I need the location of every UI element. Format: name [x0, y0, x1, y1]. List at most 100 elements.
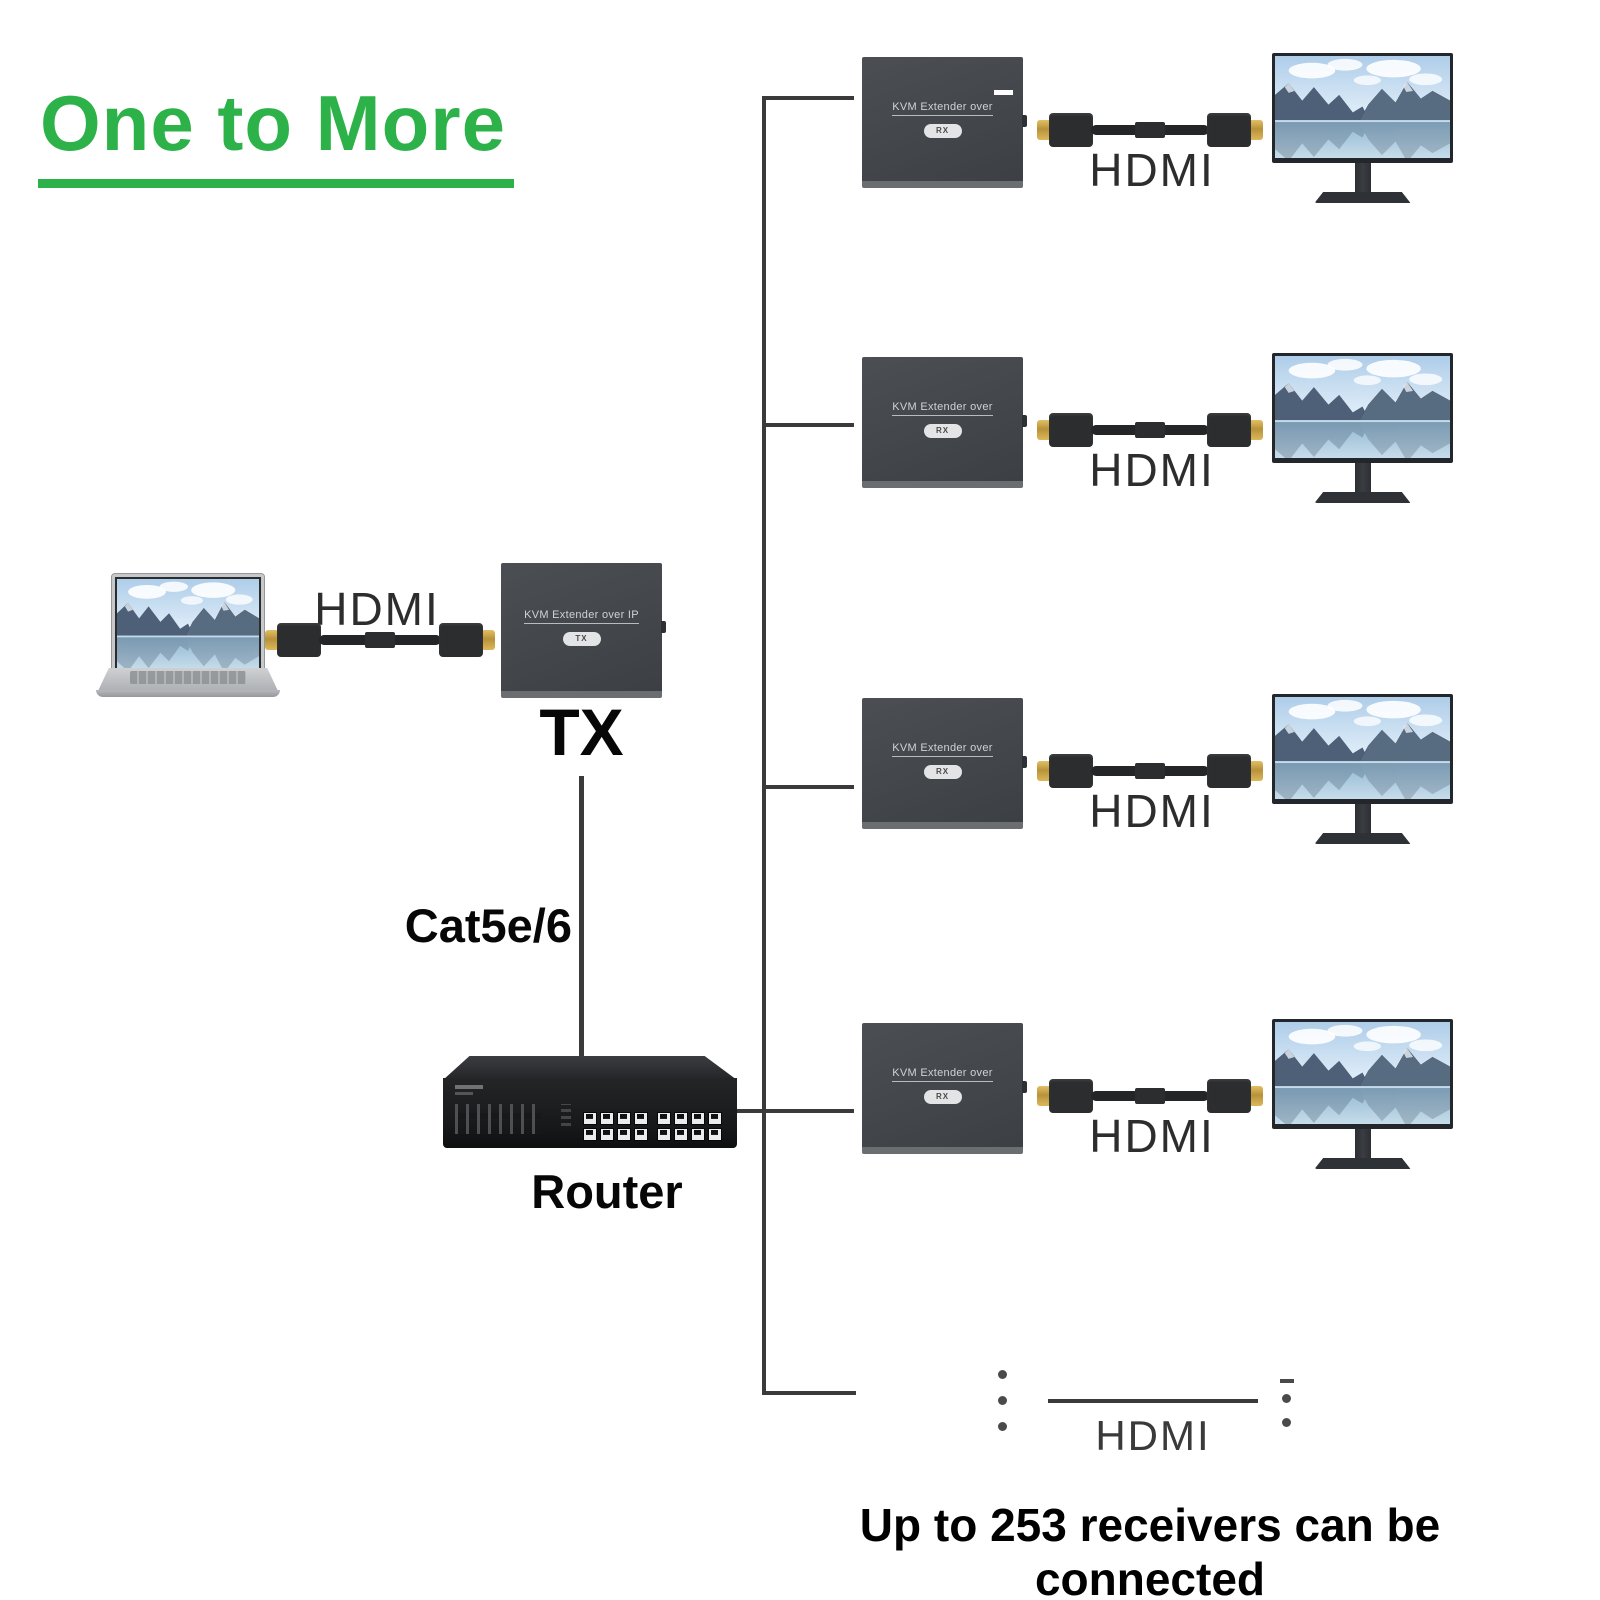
monitor-stand	[1354, 163, 1371, 193]
monitor-stand	[1354, 1129, 1371, 1159]
hdmi-plug-icon	[439, 623, 483, 657]
ellipsis-dot-icon	[1282, 1394, 1291, 1403]
monitor	[1272, 53, 1453, 213]
hdmi-plug-tip-icon	[1251, 1086, 1263, 1106]
kvm-receiver-box: KVM Extender over RX	[862, 698, 1027, 829]
cable-sleeve	[1135, 122, 1165, 138]
hdmi-plug-icon	[1207, 754, 1251, 788]
port-nub	[1022, 115, 1027, 127]
router-branch-line-4	[737, 1109, 854, 1113]
rx-badge: RX	[923, 764, 962, 779]
hdmi-plug-icon	[277, 623, 321, 657]
ellipsis-dot-icon	[1282, 1418, 1291, 1427]
rx-badge: RX	[923, 1089, 962, 1104]
monitor-base	[1314, 833, 1411, 844]
cable-sleeve	[1135, 1088, 1165, 1104]
receiver-row: KVM Extender over RX HDMI	[862, 353, 1482, 527]
ellipsis-dot-icon	[998, 1422, 1007, 1431]
page-title: One to More	[38, 78, 515, 188]
hdmi-cable	[1037, 109, 1263, 151]
monitor-screen	[1272, 694, 1453, 804]
laptop-screen	[111, 573, 265, 675]
kvm-transmitter-box: KVM Extender over IP TX	[501, 563, 666, 698]
hdmi-plug-icon	[1049, 754, 1093, 788]
router-brand-mark	[455, 1092, 473, 1095]
monitor-wallpaper	[1275, 697, 1450, 799]
cat-cable-label: Cat5e/6	[404, 899, 572, 952]
hdmi-cable	[265, 619, 495, 661]
monitor-wallpaper	[1275, 356, 1450, 458]
hdmi-plug-tip-icon	[1037, 1086, 1049, 1106]
kvm-receiver-box: KVM Extender over RX	[862, 357, 1027, 488]
hdmi-plug-tip-icon	[1251, 120, 1263, 140]
laptop-base	[96, 690, 280, 697]
hdmi-cable-label: HDMI	[314, 583, 440, 635]
cat-cable-line	[579, 776, 584, 1066]
port-nub	[1022, 756, 1027, 768]
receiver-row: KVM Extender over RX HDMI	[862, 1019, 1482, 1193]
monitor-screen	[1272, 1019, 1453, 1129]
kvm-receiver-box: KVM Extender over RX	[862, 57, 1027, 188]
monitor-base	[1314, 1158, 1411, 1169]
ellipsis-dot-icon	[998, 1396, 1007, 1405]
monitor-wallpaper	[1275, 1022, 1450, 1124]
router-top-panel	[443, 1056, 737, 1080]
branch-line-1	[762, 96, 854, 100]
router	[443, 1056, 737, 1151]
capacity-note: Up to 253 receivers can be connected	[859, 1499, 1441, 1600]
monitor-stand	[1354, 463, 1371, 493]
laptop-keyboard-deck	[98, 668, 278, 691]
monitor	[1272, 353, 1453, 513]
hdmi-cable-label: HDMI	[1095, 1412, 1211, 1459]
hdmi-plug-icon	[1049, 1079, 1093, 1113]
port-nub	[661, 621, 666, 633]
monitor-base	[1314, 192, 1411, 203]
branch-line-2	[762, 423, 854, 427]
hdmi-plug-tip-icon	[1037, 420, 1049, 440]
laptop	[96, 572, 280, 698]
monitor-wallpaper	[1275, 56, 1450, 158]
hdmi-cable	[1037, 1075, 1263, 1117]
hdmi-cable-label: HDMI	[1089, 1110, 1215, 1162]
rx-badge: RX	[923, 123, 962, 138]
hdmi-plug-icon	[1207, 413, 1251, 447]
hdmi-plug-icon	[1207, 113, 1251, 147]
hdmi-plug-tip-icon	[1251, 420, 1263, 440]
ethernet-port-group	[657, 1112, 722, 1141]
kvm-box-label: KVM Extender over IP	[524, 609, 639, 624]
laptop-keyboard	[130, 671, 246, 684]
landscape-image	[1275, 697, 1450, 799]
hdmi-plug-tip-icon	[483, 630, 495, 650]
tx-badge: TX	[562, 631, 601, 646]
branch-line-3	[762, 785, 854, 789]
hdmi-cable	[1037, 409, 1263, 451]
router-led-indicators	[455, 1104, 541, 1134]
hdmi-plug-tip-icon	[1037, 120, 1049, 140]
more-hdmi-line	[1048, 1399, 1258, 1403]
tx-caption: TX	[539, 695, 624, 769]
hdmi-cable-label: HDMI	[1089, 444, 1215, 496]
ethernet-port-group	[583, 1112, 648, 1141]
router-brand-mark	[455, 1085, 483, 1089]
hdmi-plug-icon	[1049, 413, 1093, 447]
kvm-box-label: KVM Extender over	[892, 1067, 993, 1082]
laptop-wallpaper	[117, 579, 259, 669]
hdmi-plug-tip-icon	[1251, 761, 1263, 781]
kvm-box-label: KVM Extender over	[892, 401, 993, 416]
trunk-line	[762, 98, 766, 1395]
ellipsis-dot-icon	[998, 1370, 1007, 1379]
receiver-row: KVM Extender over RX HDMI	[862, 694, 1482, 868]
cable-sleeve	[1135, 422, 1165, 438]
cable-sleeve	[365, 632, 395, 648]
kvm-box-label: KVM Extender over	[892, 101, 993, 116]
monitor-base	[1314, 492, 1411, 503]
rx-badge: RX	[923, 423, 962, 438]
hdmi-plug-icon	[1049, 113, 1093, 147]
landscape-image	[117, 579, 259, 669]
port-nub	[1022, 1081, 1027, 1093]
hdmi-plug-tip-icon	[1037, 761, 1049, 781]
hdmi-plug-tip-icon	[265, 630, 277, 650]
kvm-box-label: KVM Extender over	[892, 742, 993, 757]
router-caption: Router	[531, 1165, 683, 1218]
